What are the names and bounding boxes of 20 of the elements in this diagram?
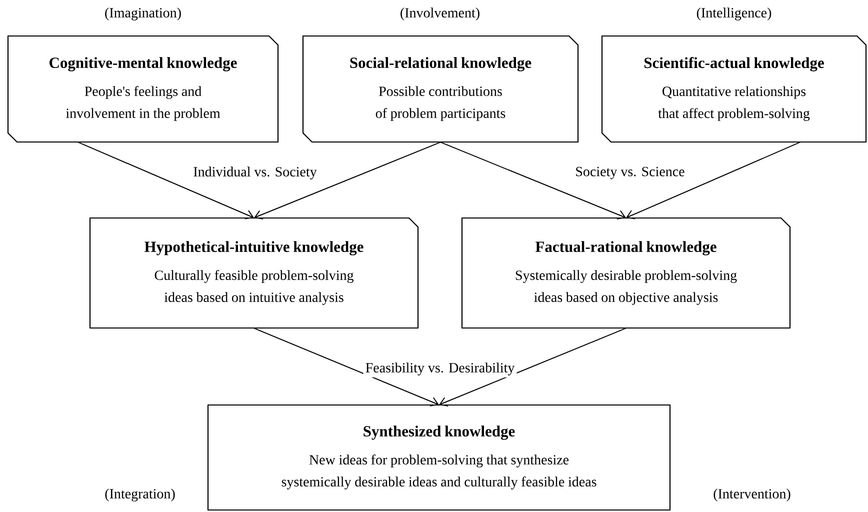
arrow	[440, 142, 626, 220]
arrow	[78, 142, 254, 220]
arrow	[254, 142, 441, 220]
arrow	[254, 328, 439, 406]
knowledge-box: Scientific-actual knowledge Quantitative relationships that affect problem-solving	[601, 35, 867, 143]
knowledge-box: Cognitive-mental knowledge People's feelings and involvement in the problem	[7, 35, 279, 143]
annotation-label: (Involvement)	[400, 8, 480, 20]
knowledge-box: Factual-rational knowledge Systemically desirable problem-solving ideas based on objective analysis	[461, 217, 791, 329]
knowledge-box: Social-relational knowledge Possible contributions of problem participants	[302, 35, 579, 143]
annotation-label: (Intervention)	[714, 488, 790, 502]
knowledge-box: Synthesized knowledge New ideas for problem-solving that synthesize systemically desirable ideas and culturally feasible ideas	[207, 404, 671, 511]
annotation-label: (Integration)	[105, 488, 175, 502]
annotation-label: (Imagination)	[105, 8, 181, 20]
knowledge-box: Hypothetical-intuitive knowledge Culturally feasible problem-solving ideas based on intuitive analysis	[89, 217, 419, 329]
edge-label: Society vs. Science	[573, 164, 687, 182]
annotation-label: (Intelligence)	[696, 8, 772, 20]
edge-label: Individual vs. Society	[191, 164, 319, 182]
arrow	[439, 328, 626, 406]
arrow	[626, 142, 801, 220]
edge-label: Feasibility vs. Desirability	[363, 360, 517, 378]
